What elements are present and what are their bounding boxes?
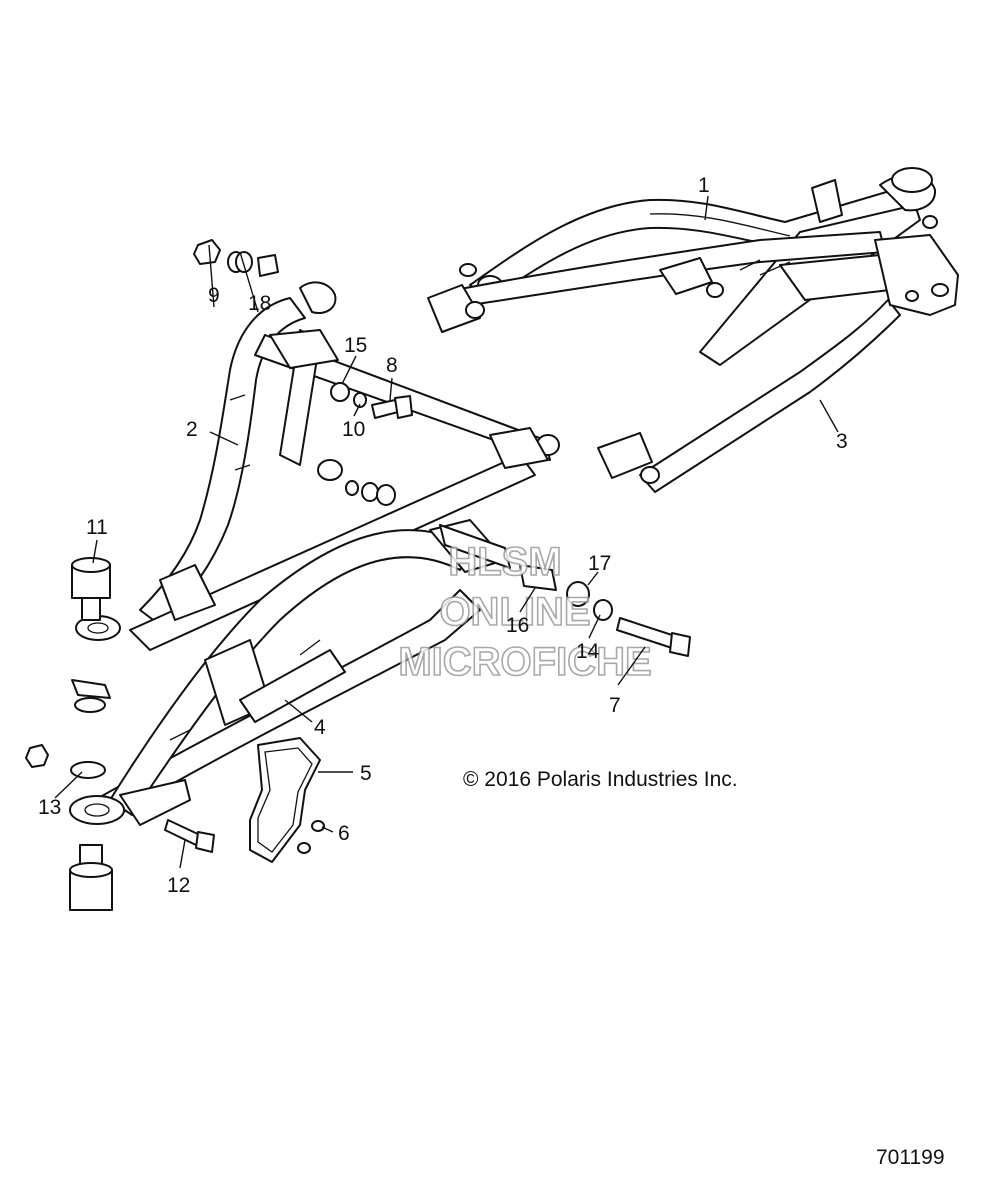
callout-15: 15 [344,334,367,357]
callout-1: 1 [698,174,710,197]
watermark: HLSM ONLINE MICROFICHE [398,539,653,685]
callout-3: 3 [836,430,848,453]
callout-5: 5 [360,762,372,785]
callout-14: 14 [576,640,600,663]
callout-2: 2 [186,418,198,441]
callout-16: 16 [506,614,529,637]
guard-plate [249,737,321,863]
callout-9: 9 [208,284,220,307]
callout-18: 18 [248,292,271,315]
callout-4: 4 [314,716,326,739]
callout-labels: 1 2 3 4 5 6 7 8 9 10 11 12 13 14 15 16 1… [38,174,848,897]
hardware [25,239,691,911]
watermark-line-3: MICROFICHE [398,640,651,684]
callout-6: 6 [338,822,350,845]
callout-7: 7 [609,694,621,717]
callout-13: 13 [38,796,61,819]
lower-a-arm-right [427,231,959,493]
watermark-line-1: HLSM [448,540,561,584]
callout-12: 12 [167,874,190,897]
copyright-notice: © 2016 Polaris Industries Inc. [463,768,738,791]
leader-lines [54,195,839,869]
callout-17: 17 [588,552,611,575]
callout-11: 11 [86,516,108,539]
callout-8: 8 [386,354,398,377]
watermark-line-2: ONLINE [439,590,590,634]
drawing-number: 701199 [876,1146,945,1169]
callout-10: 10 [342,418,365,441]
